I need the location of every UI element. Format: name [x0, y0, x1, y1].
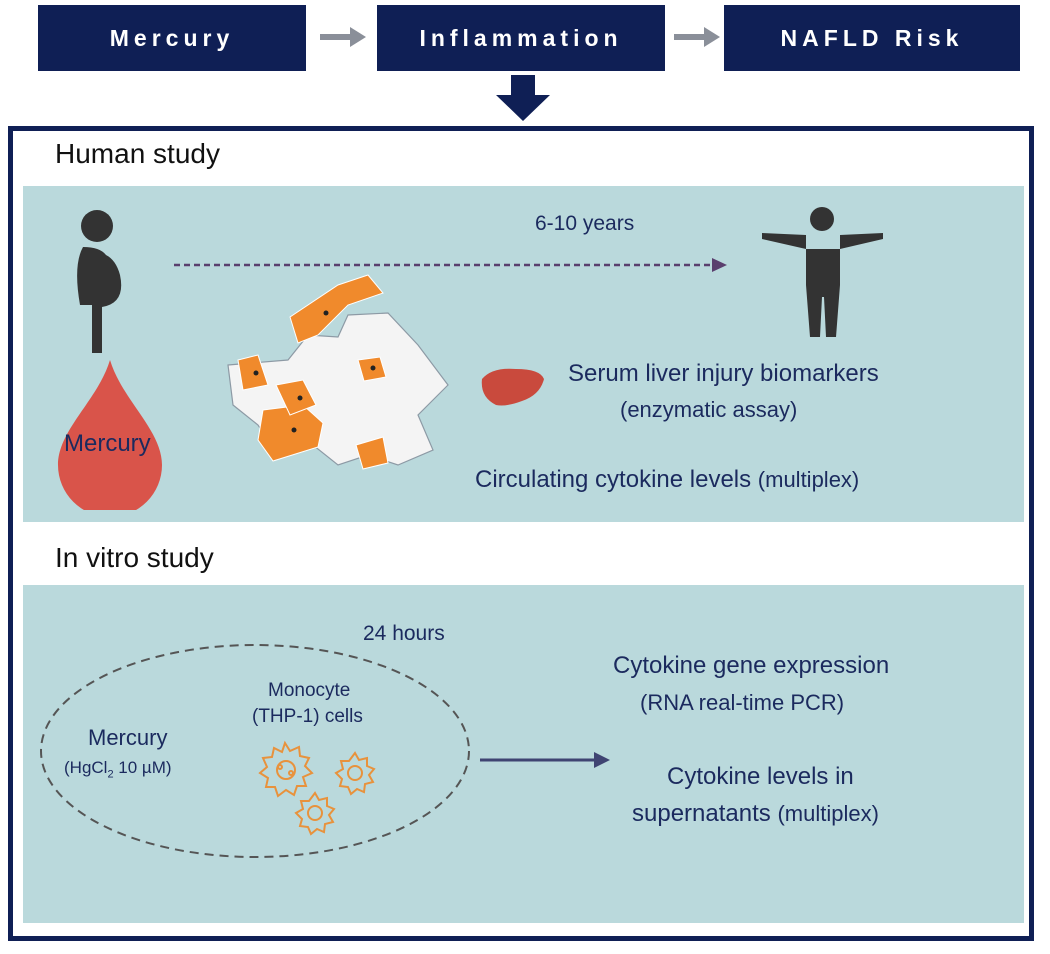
- flow-step-nafld-risk: NAFLD Risk: [724, 5, 1020, 71]
- in-vitro-arrow: [480, 752, 610, 768]
- human-outcome1-sub: (enzymatic assay): [620, 397, 798, 422]
- exposure-subscript: 2: [107, 768, 114, 781]
- human-outcome2-sub: (multiplex): [757, 467, 860, 492]
- down-arrow-icon: [496, 75, 550, 121]
- exposure-suffix: 10 µM): [113, 758, 172, 777]
- culture-dish-ellipse: [40, 644, 470, 858]
- child-icon: [762, 207, 883, 337]
- flow-step-nafld-risk-label: NAFLD Risk: [780, 24, 964, 51]
- flow-step-inflammation-label: Inflammation: [419, 24, 623, 51]
- exposure-concentration: (HgCl2 10 µM): [64, 758, 172, 780]
- exposure-label: Mercury: [88, 725, 168, 750]
- human-study-title: Human study: [55, 138, 220, 169]
- vitro-outcome2-main: supernatants: [632, 800, 771, 827]
- vitro-outcome1-main: Cytokine gene expression: [613, 652, 890, 679]
- flow-step-mercury-label: Mercury: [109, 24, 235, 51]
- human-outcome2-main: Circulating cytokine levels: [475, 466, 752, 493]
- human-duration-label: 6-10 years: [535, 212, 635, 235]
- in-vitro-duration-label: 24 hours: [363, 622, 445, 645]
- europe-map: [227, 274, 449, 470]
- human-outcome1-main: Serum liver injury biomarkers: [568, 360, 879, 387]
- blood-drop-icon: [58, 360, 162, 510]
- flow-arrow-1: [320, 27, 366, 47]
- cells-label-line2: (THP-1) cells: [252, 706, 363, 727]
- flow-step-inflammation: Inflammation: [377, 5, 665, 71]
- duration-arrow: [174, 258, 727, 272]
- monocyte-cells-icon: [258, 740, 376, 836]
- vitro-outcome1-sub: (RNA real-time PCR): [640, 690, 845, 715]
- vitro-outcome2-line1: Cytokine levels in: [667, 763, 854, 790]
- vitro-outcome2-sub: (multiplex): [777, 801, 879, 826]
- pregnant-woman-icon: [77, 210, 122, 353]
- in-vitro-study-panel: [23, 585, 1024, 923]
- vitro-outcome2-line2: supernatants (multiplex): [632, 800, 879, 828]
- liver-icon: [481, 368, 544, 406]
- in-vitro-study-title: In vitro study: [55, 542, 214, 573]
- cells-label-line1: Monocyte: [268, 680, 351, 701]
- blood-drop-label: Mercury: [64, 430, 151, 457]
- flow-step-mercury: Mercury: [38, 5, 306, 71]
- flow-arrow-2: [674, 27, 720, 47]
- exposure-prefix: (HgCl: [64, 758, 108, 777]
- human-outcome2: Circulating cytokine levels (multiplex): [475, 466, 859, 494]
